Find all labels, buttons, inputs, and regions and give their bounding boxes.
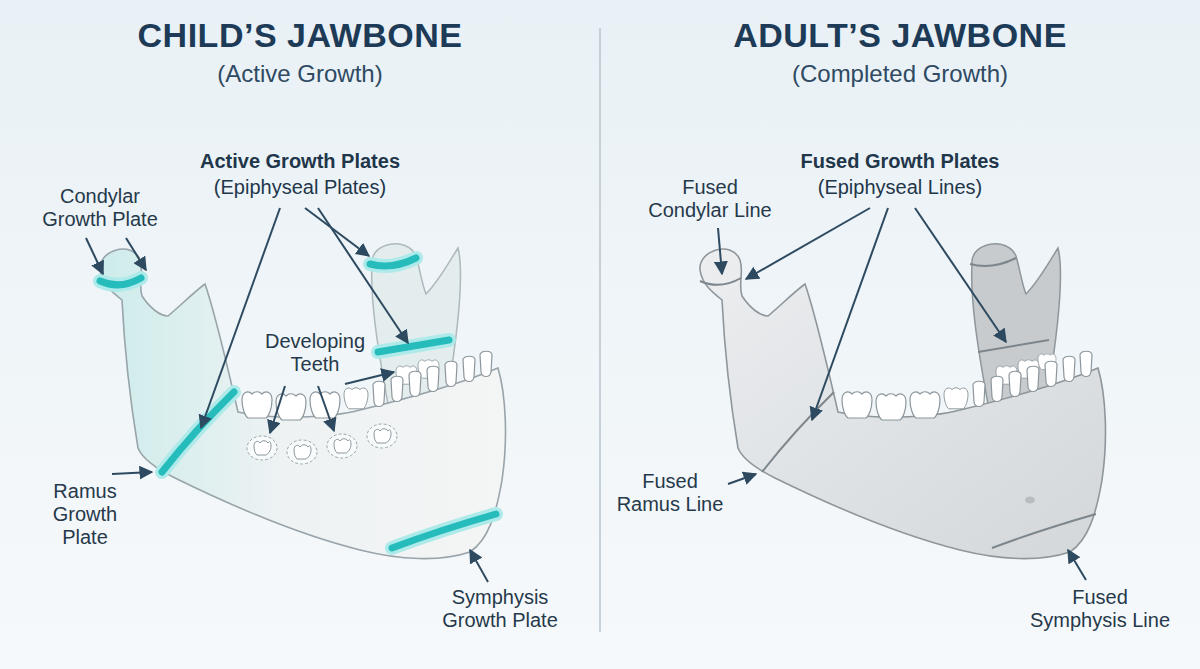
tooth [1027,366,1039,391]
fused-lines [700,278,1096,548]
growth-plate [378,340,449,352]
part-label: Fused Condylar Line [645,176,775,222]
near-mandible [100,249,506,558]
tooth [373,381,385,406]
leader-arrow [270,386,285,433]
group-label: Active Growth Plates [150,150,450,173]
tooth [842,392,872,418]
tooth-bud [327,434,357,458]
leader-arrow [318,386,334,431]
part-label: Condylar Growth Plate [35,185,165,231]
tooth [1045,361,1057,386]
leader-arrow [345,372,394,384]
leader-arrow [318,208,408,343]
adult-jawbone [700,244,1106,559]
panel-title: ADULT’S JAWBONE [620,16,1180,55]
tooth [445,361,457,386]
leader-arrows [86,208,1086,582]
tooth-buds [247,424,397,464]
tooth-bud [287,440,317,464]
near-teeth [842,351,1092,420]
tooth [427,366,439,391]
part-label: Ramus Growth Plate [48,480,123,549]
tooth [1063,356,1075,381]
leader-arrow [201,208,280,428]
leader-arrow [112,472,152,474]
fused-line [970,258,1016,266]
far-ramus [972,244,1061,404]
fused-line [978,340,1049,352]
part-label: Symphysis Growth Plate [420,586,580,632]
tooth-bud [367,424,397,448]
leader-arrow [86,238,103,274]
panel-subtitle: (Completed Growth) [700,60,1100,88]
leader-arrow [812,208,888,420]
leader-arrow [470,550,488,582]
group-sublabel: (Epiphyseal Lines) [750,176,1050,199]
tooth [1009,371,1021,396]
tooth [876,394,906,420]
leader-arrow [126,238,146,270]
group-label: Fused Growth Plates [750,150,1050,173]
growth-plate-glow [370,258,416,266]
growth-plate-glow [378,340,449,352]
tooth [480,351,492,376]
leader-arrow [728,474,756,484]
tooth [242,392,272,418]
group-sublabel: (Epiphyseal Plates) [150,176,450,199]
tooth [944,388,968,409]
growth-plates [100,278,496,548]
leader-arrow [915,208,1006,342]
part-label: Fused Ramus Line [615,470,725,516]
near-teeth [242,351,492,420]
leader-arrow [718,228,722,274]
tooth [391,376,403,401]
child-jawbone [100,244,506,559]
panel-title: CHILD’S JAWBONE [20,16,580,55]
tooth [344,388,368,409]
panel-subtitle: (Active Growth) [100,60,500,88]
part-label: Developing Teeth [260,330,370,376]
growth-plate [370,258,416,266]
part-label: Fused Symphysis Line [1023,586,1178,632]
panel-divider [599,28,601,632]
tooth [991,376,1003,401]
near-mandible [700,249,1106,558]
tooth-bud [247,436,277,460]
mental-foramen [1025,497,1035,504]
tooth [409,371,421,396]
tooth [910,392,940,418]
tooth [1080,351,1092,376]
tooth [463,356,475,381]
tooth [973,381,985,406]
leader-arrow [1068,550,1086,580]
leader-arrow [305,208,369,256]
